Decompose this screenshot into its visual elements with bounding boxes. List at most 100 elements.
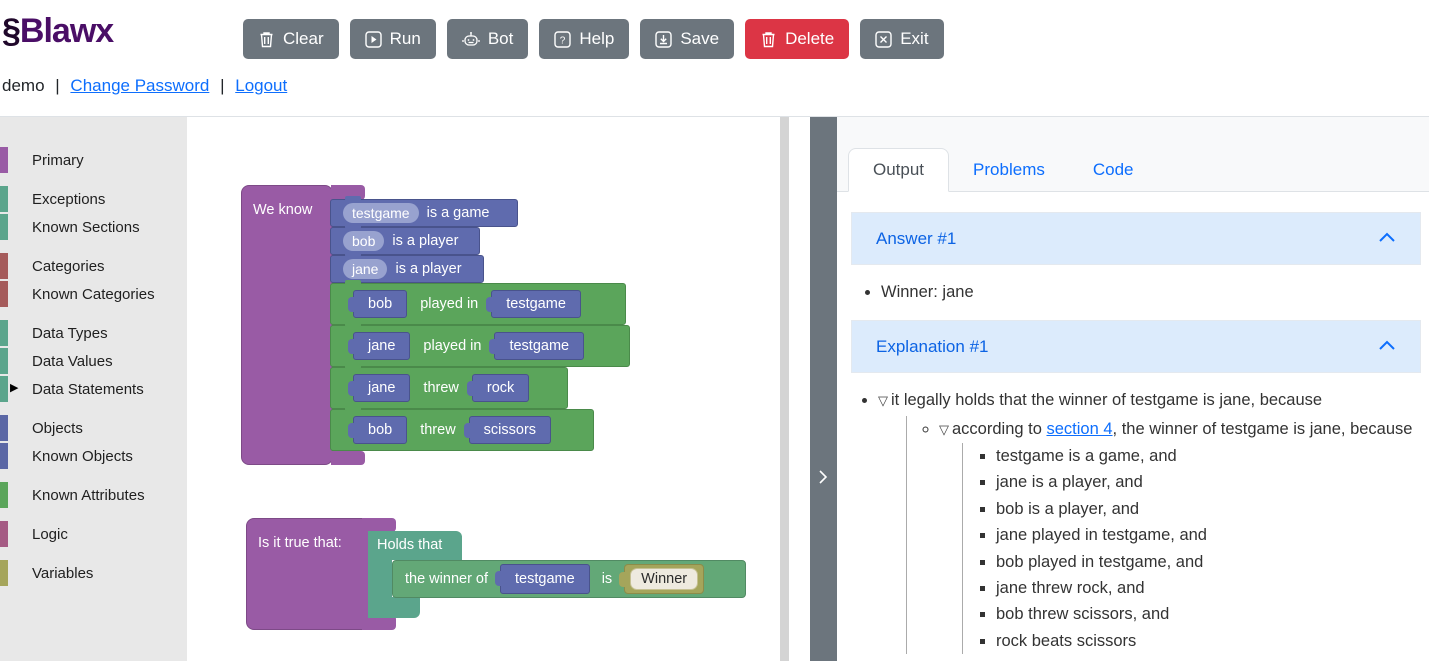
object-block[interactable]: testgame [495, 564, 590, 594]
is-it-true-foot [362, 615, 396, 630]
username: demo [2, 76, 45, 95]
is-it-true-block[interactable] [246, 518, 372, 630]
explanation-leaf: rock beats scissors [996, 628, 1421, 654]
selected-category-arrow-icon: ▶ [10, 382, 19, 394]
fact-block-relation[interactable]: jane threw rock [330, 364, 568, 409]
category-color-chip [0, 443, 8, 469]
fact-block-relation[interactable]: bob played in testgame [330, 280, 626, 325]
run-button[interactable]: Run [349, 19, 436, 59]
category-color-chip [0, 521, 8, 547]
toolbox-category-data-statements[interactable]: ▶ Data Statements [0, 375, 187, 403]
toolbox-category-known-attributes[interactable]: Known Attributes [0, 481, 187, 509]
play-icon [364, 30, 382, 48]
explanation-leaf: bob threw scissors, and [996, 601, 1421, 627]
save-icon [655, 30, 673, 48]
object-block[interactable]: jane [347, 332, 411, 360]
object-block[interactable]: testgame [486, 290, 581, 318]
robot-icon [462, 31, 480, 48]
fact-block-relation[interactable]: jane played in testgame [330, 322, 630, 367]
object-block[interactable]: testgame [489, 332, 585, 360]
main-area: Primary Exceptions Known Sections Catego… [0, 117, 1429, 661]
tab-output[interactable]: Output [848, 148, 950, 192]
explanation-leaf: jane threw rock, and [996, 575, 1421, 601]
explanation-accordion-header[interactable]: Explanation #1 [851, 320, 1421, 373]
delete-button[interactable]: Delete [745, 19, 850, 59]
toolbox-category-logic[interactable]: Logic [0, 520, 187, 548]
object-block[interactable]: scissors [463, 416, 552, 444]
tab-code[interactable]: Code [1092, 160, 1134, 179]
collapse-triangle-icon[interactable]: ▽ [939, 422, 949, 437]
save-button[interactable]: Save [640, 19, 735, 59]
object-block[interactable]: jane [347, 374, 411, 402]
category-color-chip [0, 482, 8, 508]
toolbox-category-primary[interactable]: Primary [0, 146, 187, 174]
holds-that-block[interactable]: Holds that [368, 531, 462, 560]
chevron-up-icon [1378, 337, 1396, 357]
category-color-chip [0, 281, 8, 307]
panel-tabs: Output Problems Code [837, 117, 1429, 192]
explanation-root-item: ▽it legally holds that the winner of tes… [878, 387, 1421, 655]
toolbox-category-exceptions[interactable]: Exceptions [0, 185, 187, 213]
section-4-link[interactable]: section 4 [1046, 420, 1113, 438]
we-know-block-foot [331, 451, 365, 465]
winner-rule-block[interactable]: the winner of testgame is Winner [392, 560, 746, 598]
app-logo: §Blawx [2, 12, 114, 50]
object-field[interactable]: testgame [343, 203, 419, 223]
logout-link[interactable]: Logout [235, 76, 288, 95]
explanation-leaf: bob played in testgame, and [996, 549, 1421, 575]
block-toolbox: Primary Exceptions Known Sections Catego… [0, 117, 187, 661]
toolbox-category-variables[interactable]: Variables [0, 559, 187, 587]
toolbox-category-data-types[interactable]: Data Types [0, 319, 187, 347]
answer-accordion-body: Winner: jane [851, 265, 1421, 320]
we-know-block[interactable] [241, 185, 333, 465]
fact-block-category[interactable]: bob is a player [330, 224, 480, 255]
user-bar: demo | Change Password | Logout [2, 76, 288, 95]
category-color-chip [0, 560, 8, 586]
object-field[interactable]: bob [343, 231, 385, 251]
blockly-workspace[interactable]: We know testgame is a game bob is a play… [187, 117, 780, 661]
explanation-leaf: testgame is a game, and [996, 443, 1421, 469]
category-color-chip [0, 214, 8, 240]
explanation-accordion-body: ▽it legally holds that the winner of tes… [851, 373, 1421, 661]
bot-button[interactable]: Bot [446, 19, 529, 59]
object-field[interactable]: jane [343, 259, 388, 279]
object-block[interactable]: bob [347, 290, 408, 318]
help-button[interactable]: ? Help [539, 19, 630, 59]
holds-that-block-foot [368, 597, 420, 618]
trash-icon [258, 30, 275, 48]
toolbox-category-known-categories[interactable]: Known Categories [0, 280, 187, 308]
answer-accordion-header[interactable]: Answer #1 [851, 212, 1421, 265]
change-password-link[interactable]: Change Password [70, 76, 210, 95]
fact-block-category[interactable]: jane is a player [330, 252, 484, 283]
app-header: §Blawx Clear Run Bot ? Help Save Delete … [0, 0, 1429, 117]
results-accordions: Answer #1 Winner: jane Explanation #1 ▽i… [851, 212, 1421, 661]
category-color-chip [0, 376, 8, 402]
category-color-chip [0, 253, 8, 279]
collapse-triangle-icon[interactable]: ▽ [878, 393, 888, 408]
question-icon: ? [554, 30, 572, 48]
category-color-chip [0, 186, 8, 212]
toolbox-category-objects[interactable]: Objects [0, 414, 187, 442]
we-know-label: We know [253, 202, 313, 218]
clear-button[interactable]: Clear [243, 19, 339, 59]
fact-block-category[interactable]: testgame is a game [330, 196, 518, 227]
panel-drag-handle[interactable] [810, 117, 837, 661]
category-color-chip [0, 320, 8, 346]
output-panel: Output Problems Code Answer #1 Winner: j… [837, 117, 1429, 661]
workspace-scrollbar[interactable] [780, 117, 789, 661]
toolbox-category-known-sections[interactable]: Known Sections [0, 213, 187, 241]
object-block[interactable]: rock [466, 374, 530, 402]
is-it-true-top-tab [362, 518, 396, 532]
section-sign-icon: § [2, 12, 21, 50]
toolbox-category-known-objects[interactable]: Known Objects [0, 442, 187, 470]
toolbox-category-data-values[interactable]: Data Values [0, 347, 187, 375]
exit-button[interactable]: Exit [860, 19, 944, 59]
explanation-sub-item: ▽according to section 4, the winner of t… [939, 416, 1421, 655]
fact-block-relation[interactable]: bob threw scissors [330, 406, 594, 451]
tab-problems[interactable]: Problems [973, 160, 1045, 179]
chevron-up-icon [1378, 229, 1396, 249]
toolbox-category-categories[interactable]: Categories [0, 252, 187, 280]
variable-block[interactable]: Winner [619, 564, 705, 594]
object-block[interactable]: bob [347, 416, 408, 444]
variable-field[interactable]: Winner [630, 568, 699, 590]
